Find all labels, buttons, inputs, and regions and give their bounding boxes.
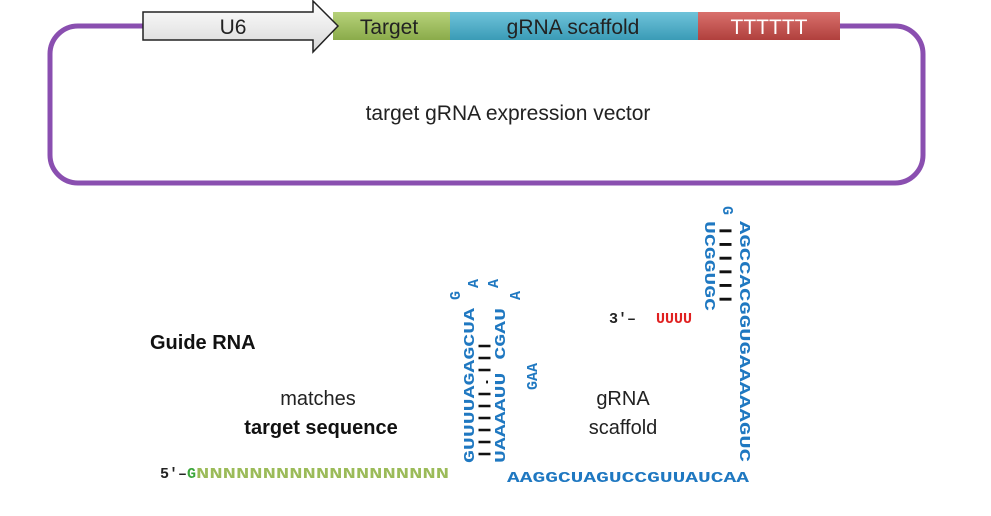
gaa-bulge: GAA (525, 363, 542, 390)
scaffold-label: gRNA scaffold (507, 16, 640, 39)
stem2-pair-marks: |||||| (718, 224, 733, 306)
loop1-a2: A (486, 279, 503, 288)
scaffold-label-1: gRNA (596, 388, 650, 410)
vector-title: target gRNA expression vector (366, 102, 651, 125)
stem2-right-strand: AGCCACGGUGAAAAAGUC (735, 221, 752, 462)
target-sequence-label: target sequence (244, 417, 397, 439)
five-prime-label: 5′–GNNNNNNNNNNNNNNNNNNN (160, 466, 449, 483)
target-segment (333, 12, 450, 40)
guide-rna-heading: Guide RNA (150, 332, 256, 354)
scaffold-segment (450, 12, 698, 40)
target-label: Target (360, 16, 419, 39)
loop1-a3: A (508, 291, 525, 300)
terminator-label: TTTTTT (731, 16, 808, 39)
stem1-right-strand: UAAAAUU CGAU (493, 308, 510, 463)
three-prime-label: 3′– (609, 311, 636, 328)
g-base: G (187, 466, 196, 483)
terminator-segment (698, 12, 840, 40)
loop2-g: G (718, 206, 735, 215)
loop1-a1: A (466, 279, 483, 288)
loop1-g: G (448, 291, 465, 300)
stem1-left-strand: GUUUUAGAGCUA (462, 308, 479, 463)
stem1-pair-marks: ||||||.||| (477, 340, 492, 460)
scaffold-label-2: scaffold (589, 417, 658, 439)
matches-label: matches (280, 388, 356, 410)
bottom-sequence: AAGGCUAGUCCGUUAUCAA (507, 470, 749, 487)
u-tail: UUUU (656, 311, 692, 328)
stem2-left-strand: UCGGUGC (700, 221, 717, 311)
u6-label: U6 (220, 16, 247, 39)
n-bases: NNNNNNNNNNNNNNNNNNN (196, 466, 449, 483)
u6-promoter-arrow (142, 0, 340, 54)
